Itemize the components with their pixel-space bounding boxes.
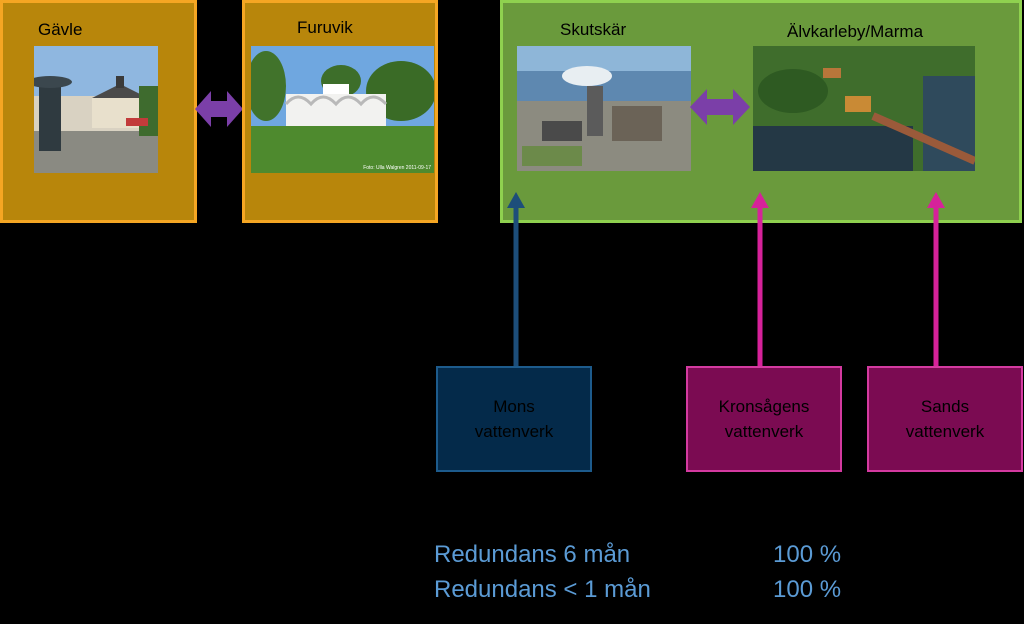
redundancy-1-month-label: Redundans < 1 mån [434,576,651,604]
source-kronsagens-line2: vattenverk [725,419,803,445]
link-arrow-gavle-furuvik [195,89,243,129]
arrow-mons-to-skutskar [504,190,528,368]
alvkarleby-photo [753,46,975,171]
source-sands-line1: Sands [921,394,969,420]
region-label-furuvik: Furuvik [297,18,353,38]
source-mons-vattenverk: Mons vattenverk [436,366,592,472]
source-mons-line1: Mons [493,394,535,420]
source-sands-vattenverk: Sands vattenverk [867,366,1023,472]
source-kronsagens-vattenverk: Kronsågens vattenverk [686,366,842,472]
gavle-photo [34,46,158,173]
source-kronsagens-line1: Kronsågens [719,394,810,420]
furuvik-photo-caption: Foto: Ulla Walgren 2011-09-17 [363,165,431,171]
region-label-gavle: Gävle [38,20,82,40]
region-furuvik: Furuvik Foto: Ulla Walgren 2011-09-17 [242,0,438,223]
region-label-skutskar: Skutskär [560,20,626,40]
skutskar-photo [517,46,691,171]
source-mons-line2: vattenverk [475,419,553,445]
region-gavle: Gävle [0,0,197,223]
redundancy-6-months-value: 100 % [773,541,841,569]
furuvik-photo: Foto: Ulla Walgren 2011-09-17 [251,46,434,173]
link-arrow-skutskar-alvkarleby [690,87,750,127]
arrow-kronsagen-to-alvkarleby [748,190,772,368]
region-label-alvkarleby: Älvkarleby/Marma [787,22,923,42]
arrow-sand-to-alvkarleby [924,190,948,368]
redundancy-6-months-label: Redundans 6 mån [434,541,630,569]
source-sands-line2: vattenverk [906,419,984,445]
redundancy-1-month-value: 100 % [773,576,841,604]
